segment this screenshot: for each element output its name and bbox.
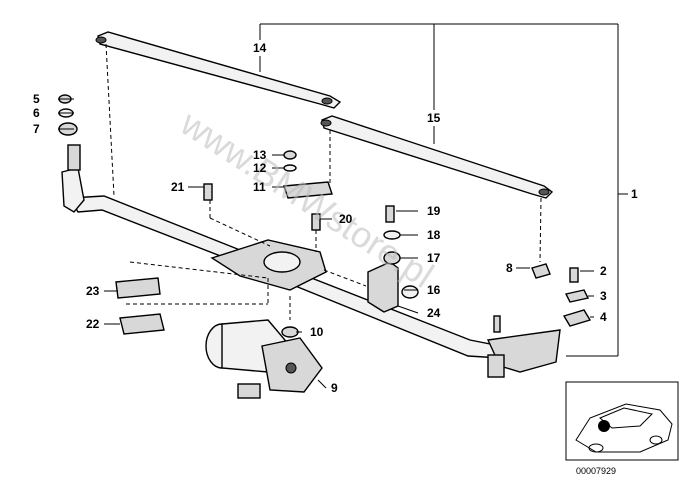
callout-11: 11 (253, 180, 266, 194)
callout-9: 9 (331, 381, 338, 395)
callout-7: 7 (33, 122, 40, 136)
leader-lines (58, 23, 628, 389)
callout-17: 17 (427, 251, 441, 265)
diagram-code: 00007929 (576, 466, 616, 476)
callout-labels: 14 15 1 5 6 7 13 12 11 21 20 19 18 17 16… (33, 41, 638, 395)
callout-24: 24 (427, 306, 441, 320)
callout-23: 23 (86, 284, 100, 298)
callout-14: 14 (253, 41, 267, 55)
callout-3: 3 (600, 289, 607, 303)
callout-16: 16 (427, 283, 441, 297)
callout-13: 13 (253, 148, 267, 162)
callout-1: 1 (631, 187, 638, 201)
linkage-rod-lower[interactable] (320, 115, 554, 199)
callout-10: 10 (310, 325, 324, 339)
callout-22: 22 (86, 317, 100, 331)
callout-20: 20 (339, 212, 353, 226)
callout-18: 18 (427, 228, 441, 242)
callout-6: 6 (33, 106, 40, 120)
callout-19: 19 (427, 204, 441, 218)
wiper-motor[interactable] (205, 319, 323, 399)
callout-2: 2 (600, 264, 607, 278)
assembly-lines (105, 43, 542, 320)
callout-8: 8 (506, 261, 513, 275)
inset-thumbnail: 00007929 (565, 381, 679, 476)
location-marker-icon (598, 420, 610, 432)
callout-4: 4 (600, 310, 607, 324)
callout-5: 5 (33, 92, 40, 106)
mounting-bracket[interactable] (367, 261, 419, 313)
fastener-parts (58, 94, 592, 335)
callout-21: 21 (171, 180, 185, 194)
car-outline-icon (575, 403, 673, 453)
callout-15: 15 (427, 111, 441, 125)
callout-12: 12 (253, 161, 267, 175)
linkage-rod-upper[interactable] (95, 31, 342, 109)
wiper-frame-tube[interactable] (61, 144, 561, 378)
